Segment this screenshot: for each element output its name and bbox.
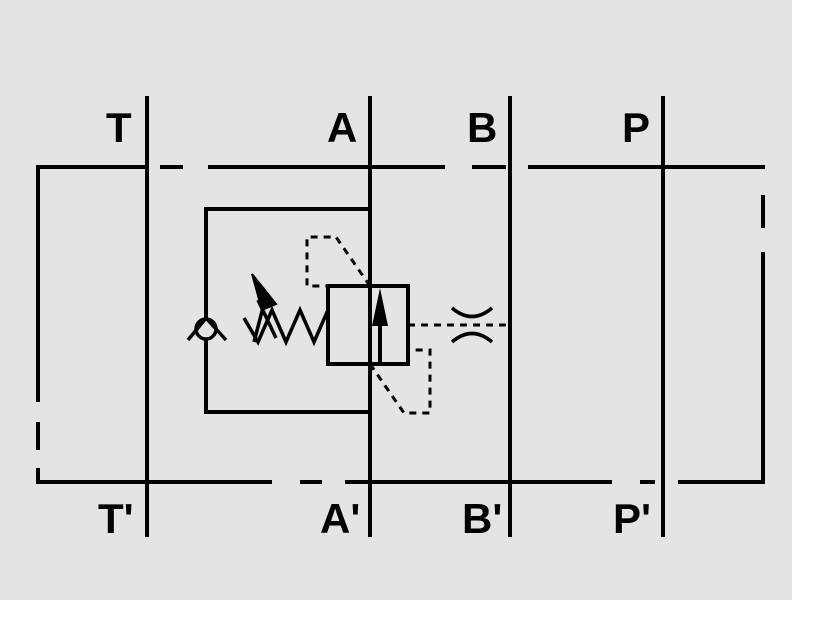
port-label-t-bottom: T' <box>98 495 134 542</box>
port-lines <box>145 96 665 537</box>
bypass-loop <box>204 207 370 414</box>
outer-frame <box>36 165 765 482</box>
diagram-panel <box>0 0 792 600</box>
port-label-t-top: T <box>106 104 132 151</box>
port-label-b-top: B <box>467 104 497 151</box>
port-label-b-bottom: B' <box>462 495 502 542</box>
pilot-lines <box>305 235 510 415</box>
port-label-p-top: P <box>622 104 650 151</box>
port-label-a-top: A <box>327 104 357 151</box>
port-label-a-bottom: A' <box>320 495 360 542</box>
orifice-icon <box>450 306 494 344</box>
port-label-p-bottom: P' <box>613 495 651 542</box>
adjustable-spring <box>242 273 330 347</box>
adjust-arrow-icon <box>251 273 278 312</box>
flow-arrow-icon <box>372 288 388 362</box>
check-valve <box>186 315 228 342</box>
